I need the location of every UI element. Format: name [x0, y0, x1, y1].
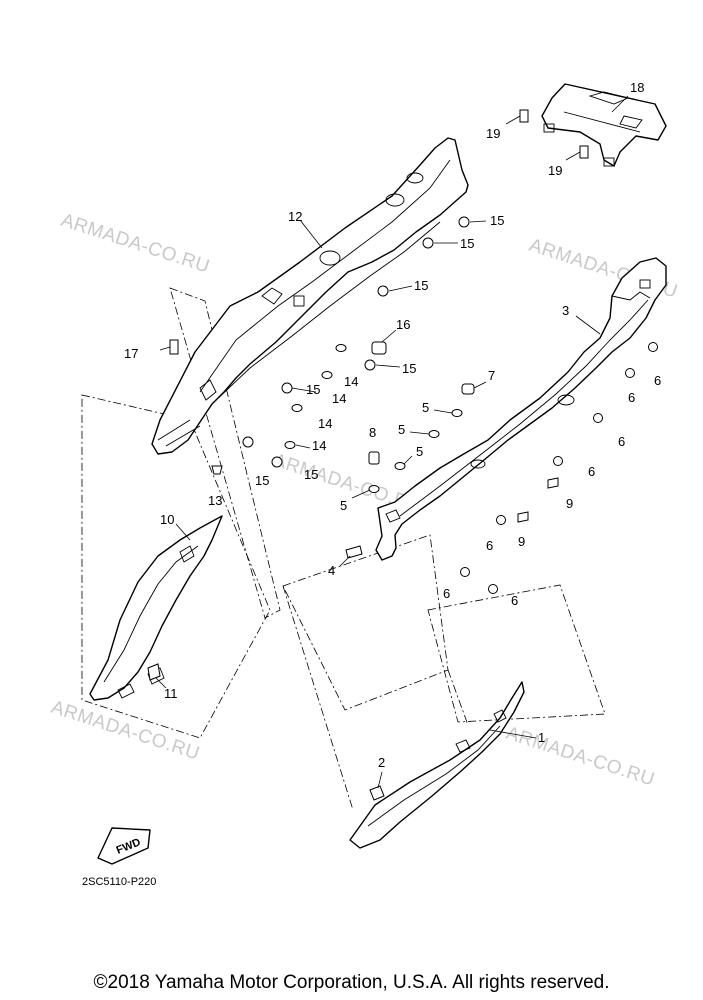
part-2-clip[interactable] — [369, 785, 385, 801]
grommet — [364, 359, 376, 371]
callout-3: 3 — [562, 303, 569, 318]
callout-14: 14 — [344, 374, 358, 389]
callout-19: 19 — [486, 126, 500, 141]
watermark: ARMADA-CO.RU — [58, 210, 212, 278]
washer — [368, 485, 380, 493]
callout-9: 9 — [518, 534, 525, 549]
screw — [579, 145, 589, 159]
watermark: ARMADA-CO.RU — [48, 697, 202, 765]
callout-15: 15 — [255, 473, 269, 488]
callout-2: 2 — [378, 755, 385, 770]
callout-5: 5 — [398, 422, 405, 437]
screw — [488, 584, 498, 594]
screw — [593, 413, 603, 423]
callout-17: 17 — [124, 346, 138, 361]
callout-15: 15 — [490, 213, 504, 228]
leader-lines — [155, 95, 629, 789]
callout-1: 1 — [538, 730, 545, 745]
callout-6: 6 — [628, 390, 635, 405]
part-3-right-frame[interactable] — [375, 257, 667, 561]
watermarks: ARMADA-CO.RU ARMADA-CO.RU ARMADA-CO.RU A… — [48, 210, 680, 791]
grommet — [458, 216, 470, 228]
washer — [321, 371, 333, 379]
callout-4: 4 — [328, 563, 335, 578]
callout-15: 15 — [414, 278, 428, 293]
callout-6: 6 — [618, 434, 625, 449]
screw — [625, 368, 635, 378]
callout-12: 12 — [288, 209, 302, 224]
grommet — [242, 436, 254, 448]
part-18-bracket[interactable] — [541, 83, 667, 167]
callout-8: 8 — [369, 425, 376, 440]
callout-6: 6 — [443, 586, 450, 601]
callout-14: 14 — [312, 438, 326, 453]
washer — [335, 344, 347, 352]
guide-frame-left — [169, 287, 281, 619]
screw — [496, 515, 506, 525]
callout-10: 10 — [160, 512, 174, 527]
diagram-code: 2SC5110-P220 — [82, 876, 157, 888]
grommet — [281, 382, 293, 394]
screw — [169, 339, 179, 355]
callouts: 1 2 3 4 5 5 5 5 6 6 6 6 6 6 6 7 8 9 9 10… — [124, 80, 661, 770]
callout-14: 14 — [332, 391, 346, 406]
copyright-notice: ©2018 Yamaha Motor Corporation, U.S.A. A… — [93, 972, 610, 993]
callout-6: 6 — [588, 464, 595, 479]
washer — [428, 430, 440, 438]
callout-15: 15 — [304, 467, 318, 482]
guide-bottom-left — [282, 585, 354, 811]
guide-bottom-right — [447, 669, 469, 726]
callout-13: 13 — [208, 493, 222, 508]
screw — [519, 109, 529, 123]
watermark: ARMADA-CO.RU — [503, 723, 657, 791]
callout-15: 15 — [402, 361, 416, 376]
callout-14: 14 — [318, 416, 332, 431]
callout-6: 6 — [486, 538, 493, 553]
part-10-left-panel[interactable] — [89, 515, 223, 701]
callout-5: 5 — [422, 400, 429, 415]
bolt — [547, 477, 559, 489]
washer — [291, 404, 303, 412]
callout-9: 9 — [566, 496, 573, 511]
fwd-arrow: FWD — [97, 827, 151, 865]
screw — [648, 342, 658, 352]
callout-6: 6 — [511, 593, 518, 608]
callout-5: 5 — [340, 498, 347, 513]
grommet — [422, 237, 434, 249]
bolt — [517, 511, 529, 523]
grommet — [271, 456, 283, 468]
bolt — [345, 545, 363, 559]
grommet — [377, 285, 389, 297]
callout-16: 16 — [396, 317, 410, 332]
part-12-upper-frame[interactable] — [151, 137, 469, 455]
collar — [371, 341, 387, 355]
callout-7: 7 — [488, 368, 495, 383]
screw — [553, 456, 563, 466]
callout-15: 15 — [460, 236, 474, 251]
screw — [460, 567, 470, 577]
callout-11: 11 — [164, 686, 178, 701]
callout-5: 5 — [416, 444, 423, 459]
part-11-clip[interactable] — [147, 663, 161, 681]
washer — [284, 441, 296, 449]
screw — [211, 465, 223, 475]
callout-6: 6 — [654, 373, 661, 388]
hardware — [169, 109, 658, 594]
part-1-right-panel[interactable] — [349, 681, 525, 849]
callout-19: 19 — [548, 163, 562, 178]
guide-panel-mid — [282, 534, 449, 711]
collar — [461, 383, 475, 395]
callout-15: 15 — [306, 382, 320, 397]
washer — [394, 462, 406, 470]
callout-18: 18 — [630, 80, 644, 95]
washer — [451, 409, 463, 417]
screw — [368, 451, 380, 465]
